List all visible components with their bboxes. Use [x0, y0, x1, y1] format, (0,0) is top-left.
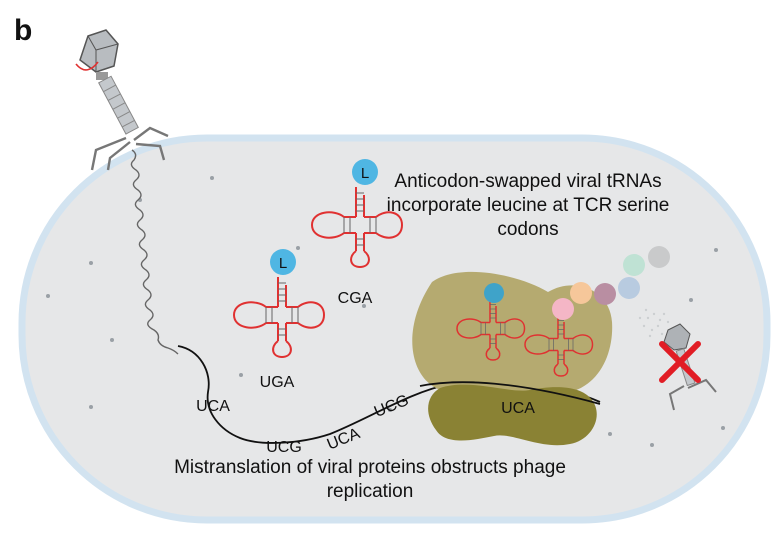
- ribosome-small-subunit: [428, 384, 597, 446]
- trna-anticodon-2: CGA: [338, 290, 373, 307]
- leucine-label-2: L: [361, 165, 369, 182]
- leucine-badge-2: [352, 159, 378, 185]
- phage-dna: [130, 149, 179, 355]
- peptide-chain: [552, 246, 670, 320]
- cytoplasm-dots: [46, 176, 725, 447]
- mrna-codon-2: UCG: [266, 439, 302, 456]
- ribosome-codon: UCA: [501, 400, 535, 417]
- cross-icon: [659, 341, 701, 383]
- ribosome-aa-1: [484, 283, 504, 303]
- trna-anticodon-1: UGA: [260, 374, 295, 391]
- caption-trna-function: Anticodon-swapped viral tRNAs incorporat…: [386, 171, 670, 240]
- caption-mistranslation: Mistranslation of viral proteins obstruc…: [174, 457, 566, 502]
- leucine-label-1: L: [279, 255, 287, 272]
- panel-label: b: [14, 14, 33, 47]
- leucine-badge-1: [270, 249, 296, 275]
- mrna-codon-1: UCA: [196, 398, 230, 415]
- phage-icon: [75, 29, 169, 171]
